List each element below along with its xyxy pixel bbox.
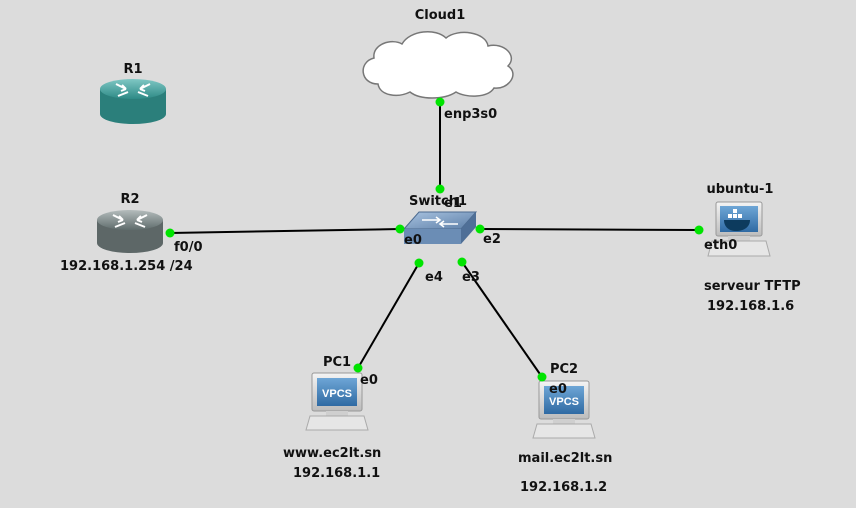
switch-icon [402,211,478,244]
r1-label: R1 [123,62,142,77]
cloud1-label: Cloud1 [415,8,466,23]
port-dot-ubuntu-eth0[interactable] [694,225,704,235]
switch1-label: Switch1 [409,194,467,209]
port-label-pc1-e0: e0 [360,373,378,388]
switch1-node[interactable]: Switch1 [402,194,478,244]
port-dot-pc1-e0[interactable] [353,363,363,373]
pc2-ip-note: 192.168.1.2 [520,480,607,495]
pc2-badge: VPCS [549,396,579,408]
port-label-pc2-e0: e0 [549,382,567,397]
port-dot-switch-e4[interactable] [414,258,424,268]
vpcs-monitor-icon: VPCS [532,380,596,439]
port-label-switch-e0: e0 [404,233,422,248]
link-switch-ubuntu[interactable] [479,228,700,231]
pc2-node[interactable]: VPCS PC2 mail.ec2lt.sn 192.168.1.2 [518,362,612,495]
pc1-host-note: www.ec2lt.sn [283,446,381,461]
pc2-host-note: mail.ec2lt.sn [518,451,612,466]
pc1-badge: VPCS [322,388,352,400]
port-label-ubuntu-eth0: eth0 [704,238,737,253]
r1-node[interactable]: R1 [100,62,166,124]
port-dot-switch-e0[interactable] [395,224,405,234]
pc2-label: PC2 [550,362,578,377]
r2-node[interactable]: R2 192.168.1.254 /24 [60,192,193,274]
link-r2-switch[interactable] [169,228,401,234]
port-dot-cloud-enp3s0[interactable] [435,97,445,107]
cloud-icon [362,31,514,99]
pc1-label: PC1 [323,355,351,370]
port-label-cloud-enp3s0: enp3s0 [444,107,497,122]
port-label-switch-e3: e3 [462,270,480,285]
port-label-switch-e4: e4 [425,270,443,285]
link-switch-pc2[interactable] [461,261,543,378]
ubuntu1-label: ubuntu-1 [707,182,774,197]
pc1-node[interactable]: VPCS PC1 www.ec2lt.sn 192.168.1.1 [283,355,381,481]
ubuntu1-role-note: serveur TFTP [704,279,801,294]
port-dot-switch-e2[interactable] [475,224,485,234]
port-label-switch-e2: e2 [483,232,501,247]
port-dot-r2-f00[interactable] [165,228,175,238]
r2-ip-note: 192.168.1.254 /24 [60,259,193,274]
port-dot-pc2-e0[interactable] [537,372,547,382]
port-dot-switch-e1[interactable] [435,184,445,194]
ubuntu1-ip-note: 192.168.1.6 [707,299,794,314]
port-dot-switch-e3[interactable] [457,257,467,267]
vpcs-monitor-icon: VPCS [305,372,369,431]
cloud1-node[interactable]: Cloud1 [362,8,514,99]
monitor-icon [707,201,771,257]
port-label-switch-e1: e1 [444,196,462,211]
pc1-ip-note: 192.168.1.1 [293,466,380,481]
router-icon [97,210,163,253]
docker-icon [724,209,750,231]
router-icon [100,79,166,124]
link-switch-pc1[interactable] [357,262,420,369]
ubuntu1-node[interactable]: ubuntu-1 serveur TFTP 192.168.1.6 [704,182,801,314]
port-label-r2-f00: f0/0 [174,240,203,255]
r2-label: R2 [120,192,139,207]
